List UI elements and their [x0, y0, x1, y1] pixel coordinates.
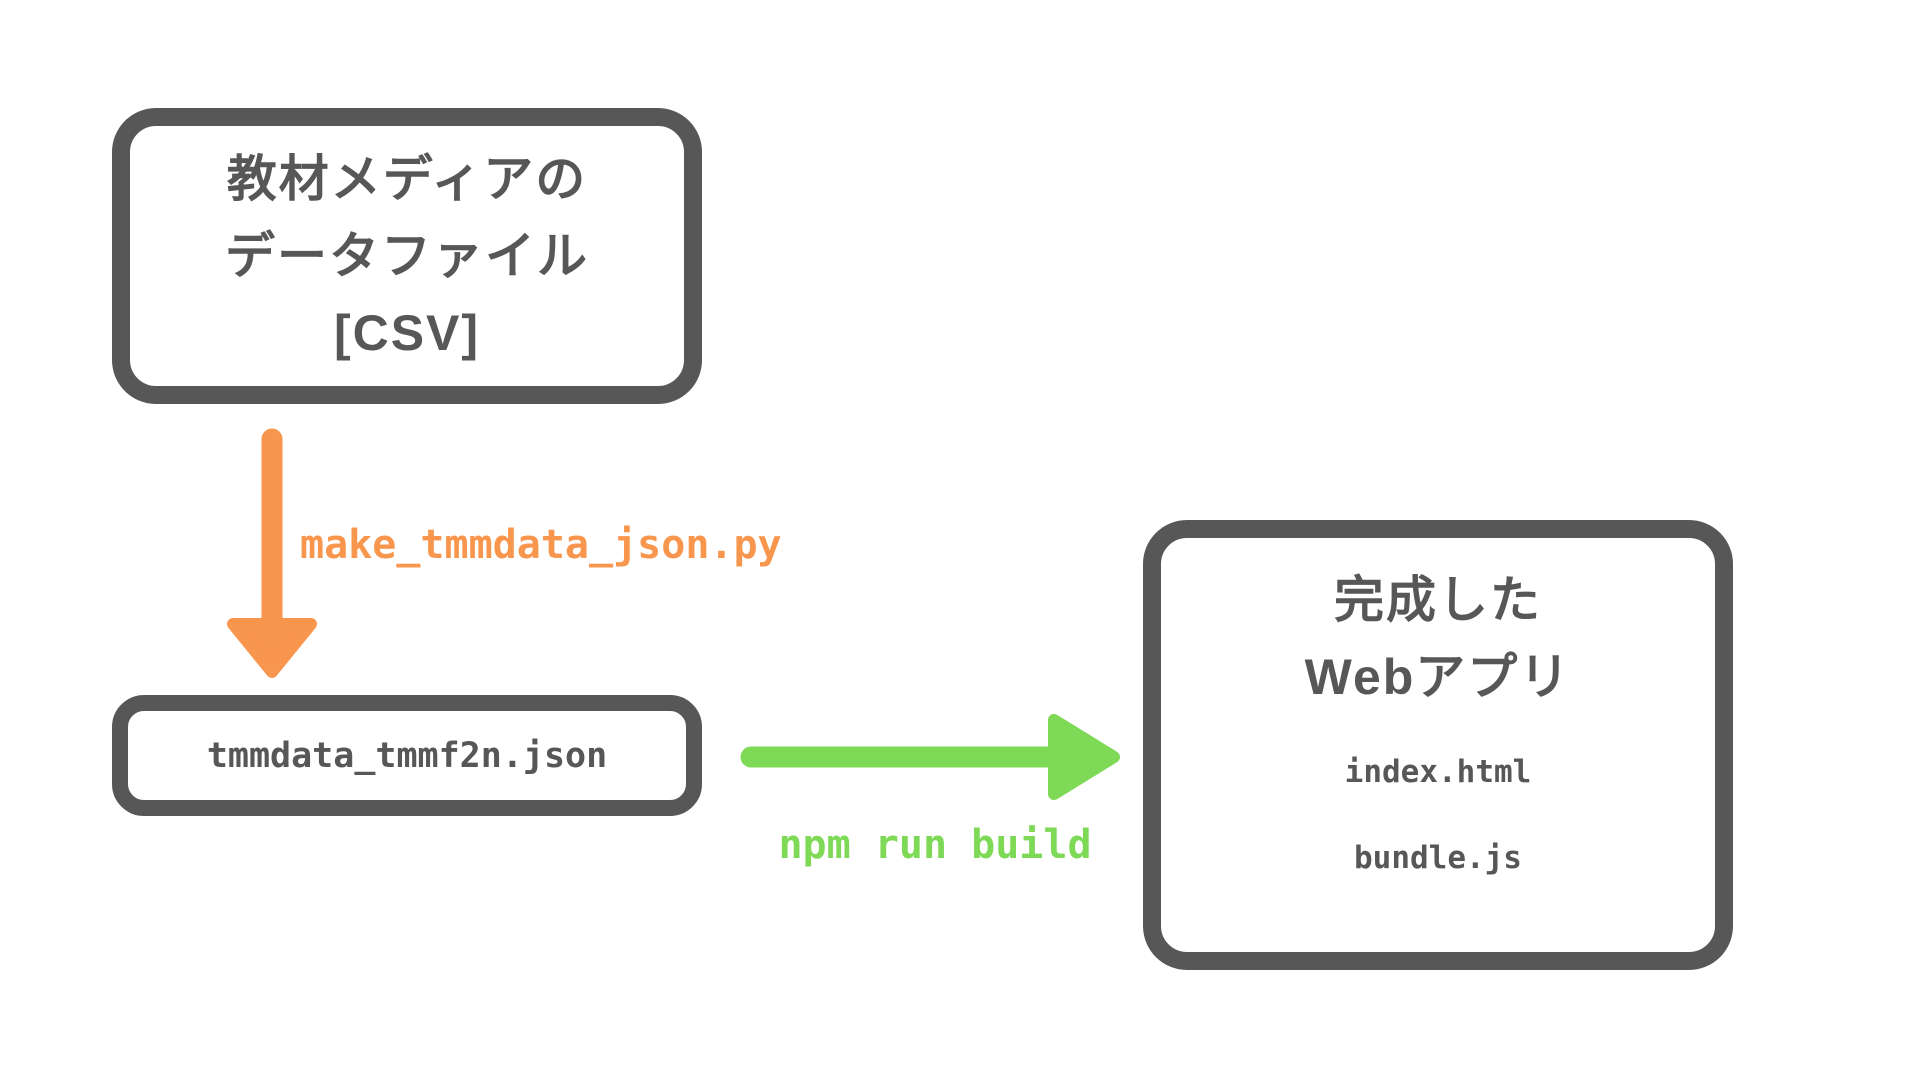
source-box-line-2: データファイル — [225, 227, 589, 284]
source-box-line-3: [CSV] — [333, 304, 481, 361]
output-file-bundle-js: bundle.js — [1354, 840, 1522, 876]
webapp-box-content: 完成した Webアプリ index.html bundle.js — [1188, 562, 1688, 876]
json-file-label: tmmdata_tmmf2n.json — [206, 735, 608, 776]
webapp-title-line-1: 完成した — [1334, 572, 1542, 628]
json-file-box: tmmdata_tmmf2n.json — [112, 695, 702, 816]
down-arrow-icon — [227, 428, 317, 678]
source-box-line-1: 教材メディアの — [226, 150, 588, 207]
build-command-label: npm run build — [778, 822, 1092, 868]
source-data-box: 教材メディアの データファイル [CSV] — [112, 108, 702, 404]
right-arrow-icon — [740, 714, 1120, 800]
webapp-title-line-2: Webアプリ — [1304, 649, 1572, 705]
output-file-index-html: index.html — [1344, 754, 1532, 790]
transform-script-label: make_tmmdata_json.py — [300, 522, 782, 568]
webapp-box: 完成した Webアプリ index.html bundle.js — [1143, 520, 1733, 970]
